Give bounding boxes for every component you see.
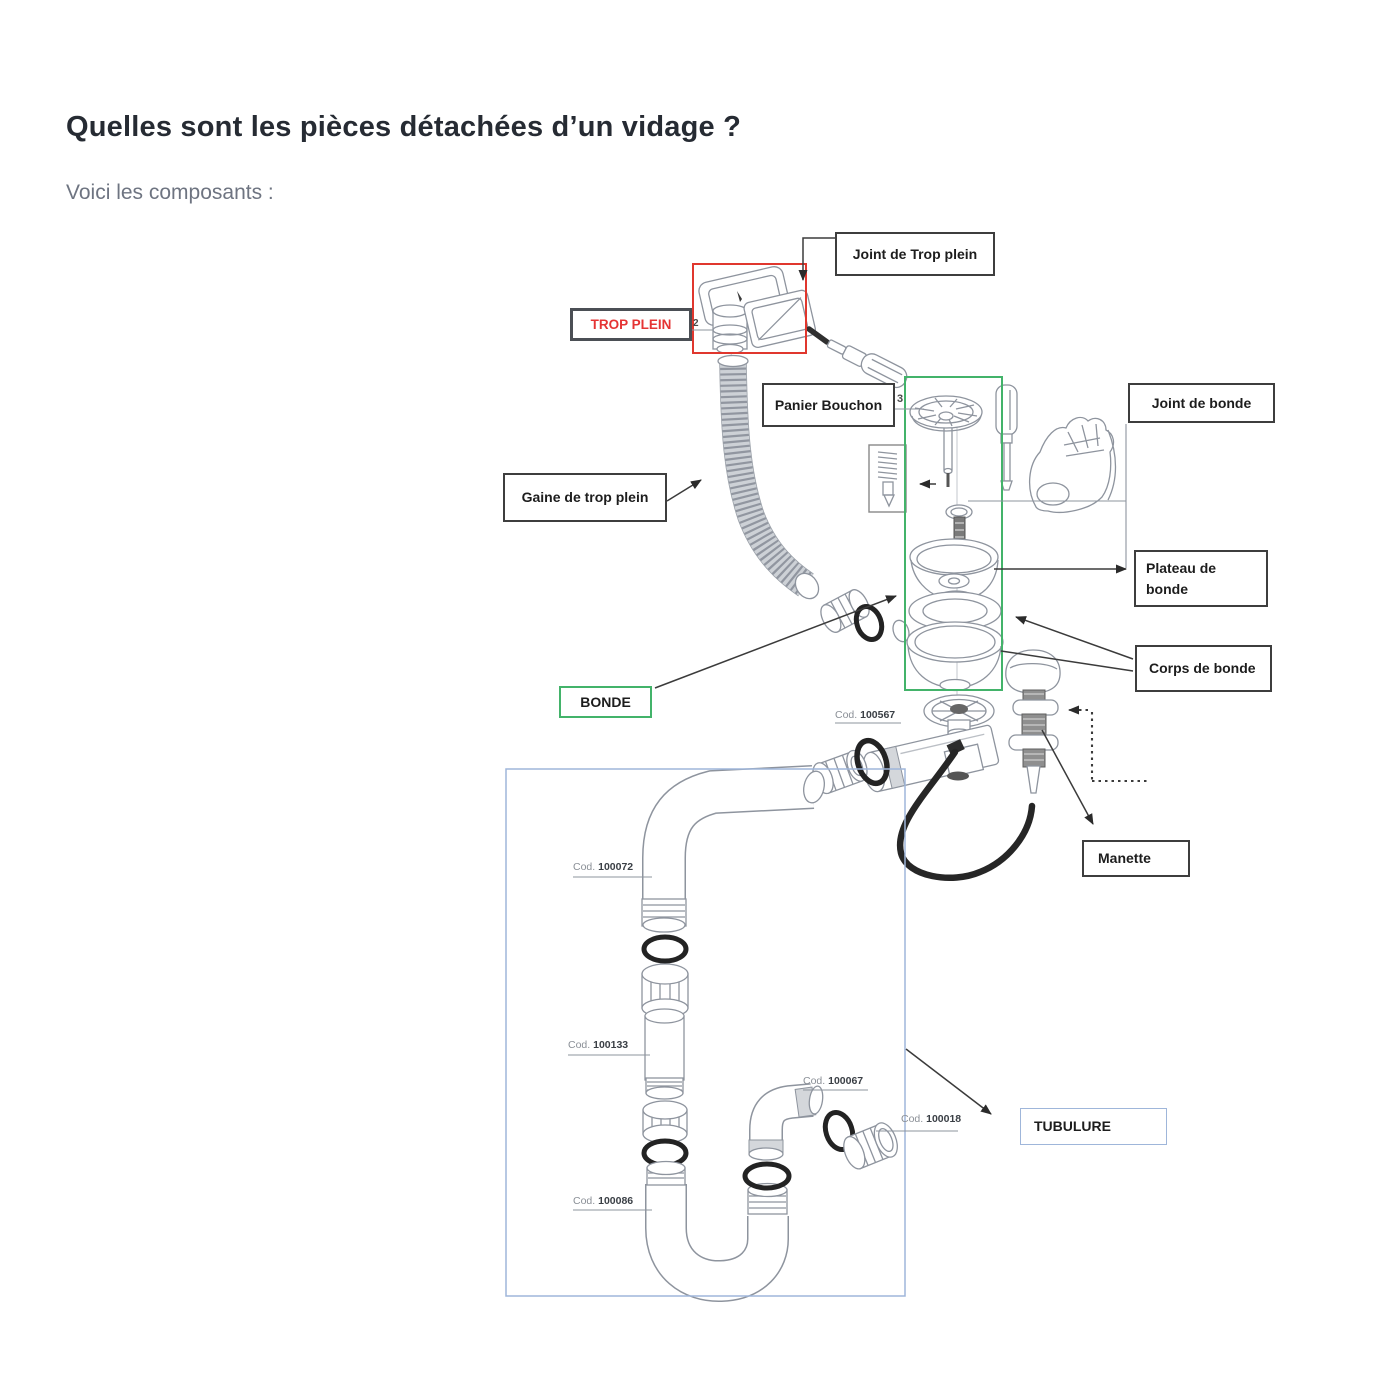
code-number: 100086 bbox=[598, 1195, 634, 1207]
code-prefix: Cod. bbox=[573, 861, 596, 873]
screwdriver-icon bbox=[826, 339, 908, 389]
callout-label: Corps de bonde bbox=[1149, 660, 1256, 677]
hand-with-gasket-drawing bbox=[1029, 416, 1117, 513]
control-cable-drawing bbox=[896, 748, 1036, 881]
part-code-elbow-large: Cod. 100072 bbox=[573, 861, 633, 873]
callout-joint-bonde: Joint de bonde bbox=[1128, 383, 1275, 423]
corps-bonde-drawing bbox=[906, 621, 1004, 692]
part-code-pipe-straight: Cod. 100133 bbox=[568, 1039, 628, 1051]
code-number: 100067 bbox=[828, 1075, 864, 1087]
elbow-small-drawing bbox=[748, 1083, 824, 1161]
screw-icon bbox=[806, 326, 830, 345]
overflow-hose-drawing bbox=[717, 354, 820, 600]
bonde-screw-drawing bbox=[945, 504, 973, 549]
callout-label: Gaine de trop plein bbox=[521, 489, 649, 506]
callout-label: Joint de bonde bbox=[1151, 394, 1252, 411]
code-prefix: Cod. bbox=[568, 1039, 591, 1051]
hose-oring-drawing bbox=[853, 604, 885, 642]
part-code-tee: Cod. 100567 bbox=[835, 709, 895, 721]
index-number-3: 3 bbox=[897, 393, 904, 405]
artwork bbox=[641, 266, 1117, 1302]
callout-tubulure: TUBULURE bbox=[1020, 1108, 1167, 1145]
callout-trop-plein: TROP PLEIN bbox=[570, 308, 692, 341]
trop-plein-zone bbox=[692, 263, 807, 354]
callout-label: Plateau de bonde bbox=[1146, 560, 1217, 597]
callout-bonde: BONDE bbox=[559, 686, 652, 718]
overflow-gasket-drawing bbox=[743, 289, 817, 349]
vertical-screwdriver-icon bbox=[995, 384, 1018, 491]
manette-drawing bbox=[1005, 649, 1061, 794]
basket-strainer-drawing bbox=[909, 395, 983, 487]
code-number: 100567 bbox=[860, 709, 896, 721]
part-code-nut: Cod. 100018 bbox=[901, 1113, 961, 1125]
page-subtitle: Voici les composants : bbox=[66, 181, 274, 204]
index-number-2: 2 bbox=[693, 318, 699, 329]
code-number: 100072 bbox=[598, 861, 634, 873]
oring-drawing bbox=[641, 934, 689, 964]
callout-label: TROP PLEIN bbox=[590, 316, 672, 332]
tee-oring-drawing bbox=[854, 737, 890, 787]
bonde-zone bbox=[904, 376, 1003, 691]
callout-label: BONDE bbox=[580, 693, 631, 710]
code-prefix: Cod. bbox=[835, 709, 858, 721]
callout-label: Joint de Trop plein bbox=[852, 245, 978, 262]
nut-100018-drawing bbox=[843, 1122, 898, 1170]
overflow-plate-drawing bbox=[698, 266, 817, 362]
leader-lines bbox=[568, 237, 1147, 1211]
callout-label: Manette bbox=[1098, 850, 1151, 867]
callout-gaine-trop-plein: Gaine de trop plein bbox=[503, 473, 667, 522]
callout-panier-bouchon: Panier Bouchon bbox=[762, 383, 895, 427]
callout-corps-bonde: Corps de bonde bbox=[1135, 645, 1272, 692]
drain-tee-drawing bbox=[862, 724, 1000, 793]
part-code-siphon: Cod. 100086 bbox=[573, 1195, 633, 1207]
code-number: 100018 bbox=[926, 1113, 962, 1125]
tubulure-zone bbox=[505, 768, 906, 1297]
callout-label: TUBULURE bbox=[1034, 1118, 1111, 1135]
hose-nut-drawing bbox=[820, 589, 870, 633]
callout-manette: Manette bbox=[1082, 840, 1190, 877]
code-prefix: Cod. bbox=[573, 1195, 596, 1207]
nut-drawing bbox=[641, 963, 689, 1018]
spring-detail-inset bbox=[868, 444, 907, 513]
callout-label: Panier Bouchon bbox=[774, 396, 883, 413]
code-prefix: Cod. bbox=[901, 1113, 924, 1125]
pipe-straight-drawing bbox=[644, 1008, 685, 1100]
callout-plateau-bonde: Plateau de bonde bbox=[1134, 550, 1268, 607]
page-title: Quelles sont les pièces détachées d’un v… bbox=[66, 111, 742, 144]
code-number: 100133 bbox=[593, 1039, 629, 1051]
callout-joint-trop-plein: Joint de Trop plein bbox=[835, 232, 995, 276]
code-prefix: Cod. bbox=[803, 1075, 826, 1087]
nut-drawing bbox=[642, 1100, 688, 1144]
siphon-drawing bbox=[645, 1160, 792, 1302]
part-code-elbow-small: Cod. 100067 bbox=[803, 1075, 863, 1087]
zone-frames bbox=[505, 263, 1003, 1297]
elbow-large-drawing bbox=[641, 765, 825, 933]
